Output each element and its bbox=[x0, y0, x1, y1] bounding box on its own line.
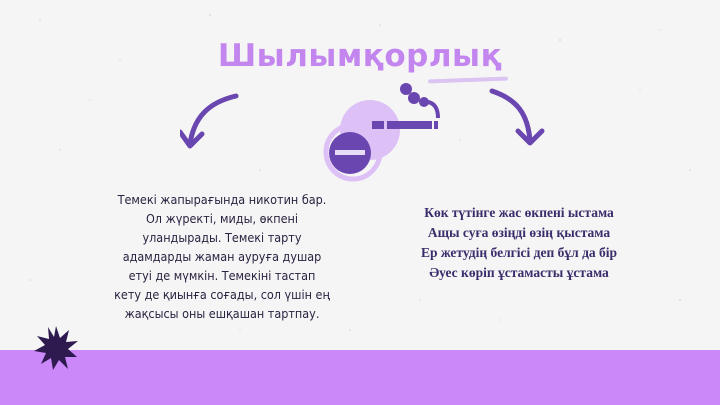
paragraph-line: жақсысы оны ешқашан тартпау. bbox=[124, 306, 320, 321]
nicotine-info-paragraph: Темекі жапырағында никотин бар. Ол жүрек… bbox=[82, 190, 362, 323]
curved-arrow-down-left-icon bbox=[180, 93, 239, 149]
smoke-icon bbox=[400, 83, 440, 119]
slide-title: Шылымқорлық bbox=[217, 38, 503, 74]
star-burst-icon bbox=[34, 326, 78, 370]
poem-line: Ер жетудің белгісі деп бұл да бір bbox=[420, 245, 618, 260]
paragraph-line: кету де қиынға соғады, сол үшін ең bbox=[114, 287, 330, 302]
anti-smoking-poem: Көк түтінге жас өкпені ыстама Ащы суға ө… bbox=[385, 203, 653, 283]
poem-line: Әуес көріп ұстамасты ұстама bbox=[429, 265, 609, 280]
footer-band bbox=[0, 350, 720, 405]
paragraph-line: Темекі жапырағында никотин бар. bbox=[117, 192, 327, 207]
paragraph-line: етуі де мүмкін. Темекіні тастап bbox=[128, 268, 316, 283]
poem-line: Көк түтінге жас өкпені ыстама bbox=[424, 205, 614, 220]
cigarette-icon bbox=[372, 121, 438, 129]
paragraph-line: адамдарды жаман ауруға душар bbox=[122, 249, 322, 264]
no-smoking-illustration bbox=[323, 83, 440, 182]
curved-arrow-down-right-icon bbox=[489, 88, 545, 146]
paragraph-line: Ол жүректі, миды, өкпені bbox=[145, 211, 299, 226]
poem-line: Ащы суға өзіңді өзің қыстама bbox=[427, 225, 611, 240]
paragraph-line: уландырады. Темекі тарту bbox=[142, 230, 302, 245]
ring-shape bbox=[323, 122, 383, 182]
